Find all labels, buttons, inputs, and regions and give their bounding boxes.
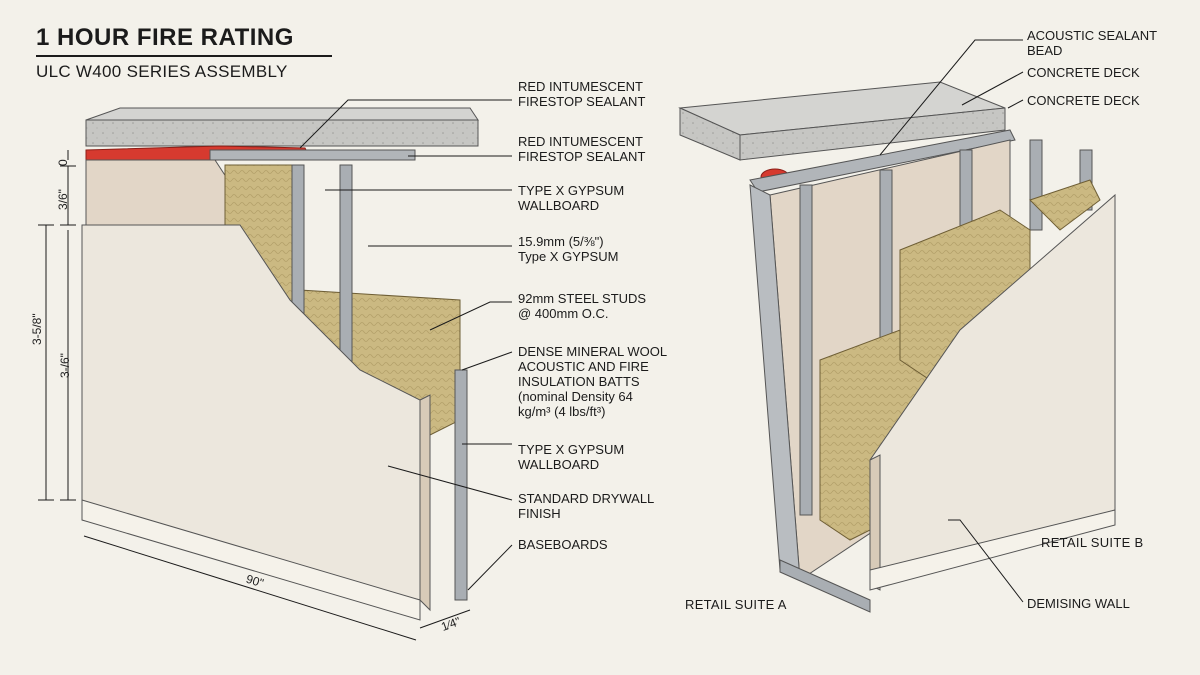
label-acoustic-sealant: ACOUSTIC SEALANT BEAD [1027,28,1158,58]
left-dimensions [38,150,471,641]
right-concrete-deck-side [739,107,1006,161]
right-leaders [879,39,1024,603]
left-front-gypsum-edge [419,394,431,612]
label-baseboards: BASEBOARDS [518,537,608,552]
left-baseboard [81,499,421,621]
right-baseboard [869,509,1116,591]
diagram-subtitle: ULC W400 SERIES ASSEMBLY [36,62,288,81]
label-steel-studs: 92mm STEEL STUDS @ 400mm O.C. [518,291,647,321]
left-concrete-deck [85,119,479,147]
label-retail-suite-b: RETAIL SUITE B [1041,535,1144,550]
dim-total-height: 3-5/8" [30,313,44,345]
left-assembly [81,107,479,621]
right-bottom-track [779,559,871,613]
left-concrete-deck-top [85,107,479,121]
dim-head: 3/6" [56,189,70,210]
right-stud-1 [799,184,813,516]
title-underline [36,55,332,57]
label-type-x-gypsum-1: TYPE X GYPSUM WALLBOARD [518,183,625,213]
label-type-x-gypsum-2: TYPE X GYPSUM WALLBOARD [518,442,625,472]
label-retail-suite-a: RETAIL SUITE A [685,597,787,612]
right-assembly [678,81,1116,613]
left-stud-1 [291,164,305,316]
left-stud-3 [454,369,468,601]
label-concrete-deck-1: CONCRETE DECK [1027,65,1140,80]
right-front-gypsum-edge [869,454,881,591]
label-drywall-finish: STANDARD DRYWALL FINISH [518,491,655,521]
label-firestop-sealant-2: RED INTUMESCENT FIRESTOP SEALANT [518,134,646,164]
label-demising-wall: DEMISING WALL [1027,596,1130,611]
dim-lower-height: 3-/6" [58,353,72,378]
right-insulation-3 [1029,179,1101,231]
label-concrete-deck-2: CONCRETE DECK [1027,93,1140,108]
label-mineral-wool: DENSE MINERAL WOOL ACOUSTIC AND FIRE INS… [518,344,668,419]
diagram-title: 1 HOUR FIRE RATING [36,24,294,51]
left-front-gypsum [81,224,421,601]
label-15mm-gypsum: 15.9mm (5/⅜") Type X GYPSUM [518,234,619,264]
left-top-track [209,149,416,161]
dim-top: 0 [56,159,70,166]
label-firestop-sealant-1: RED INTUMESCENT FIRESTOP SEALANT [518,79,646,109]
left-leaders [299,99,513,591]
right-stud-4 [1029,139,1043,231]
